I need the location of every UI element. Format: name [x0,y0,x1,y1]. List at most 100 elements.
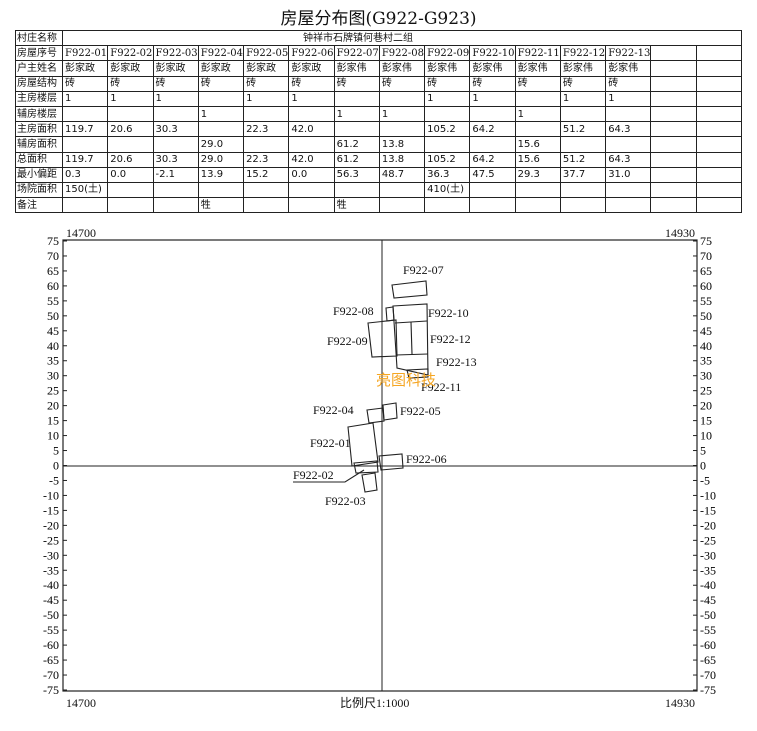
house-outline-f922-09 [367,319,398,358]
y-tick-label-left: -20 [43,518,59,532]
house-label-f922-02: F922-02 [293,468,334,482]
corner-label-top-right: 14930 [665,226,695,240]
y-tick-label-left: 45 [47,324,59,338]
y-tick-label-right: 65 [700,264,712,278]
y-tick-label-right: 5 [700,444,706,458]
y-tick-label-right: 70 [700,249,712,263]
y-tick-label-left: 35 [47,354,59,368]
y-tick-label-left: 30 [47,369,59,383]
corner-label-bottom-left: 14700 [66,696,96,710]
y-tick-label-left: 25 [47,384,59,398]
house-label-f922-08: F922-08 [333,304,374,318]
y-tick-label-right: -20 [700,518,716,532]
y-tick-label-right: -75 [700,683,716,697]
corner-label-top-left: 14700 [66,226,96,240]
y-tick-label-left: 70 [47,249,59,263]
y-tick-label-left: -30 [43,548,59,562]
y-tick-label-right: -65 [700,653,716,667]
y-tick-label-left: -15 [43,503,59,517]
y-tick-label-right: -70 [700,668,716,682]
y-tick-label-left: 50 [47,309,59,323]
leader-line-f922-02 [293,469,365,483]
cell-min-offset: 47.5 [469,166,516,183]
y-tick-label-right: -50 [700,608,716,622]
y-tick-label-left: 40 [47,339,59,353]
house-outline-f922-07 [391,280,428,299]
house-label-f922-04: F922-04 [313,403,354,417]
y-tick-label-right: 15 [700,414,712,428]
y-tick-label-right: -5 [700,473,710,487]
cell-owner: 彭家伟 [559,60,607,77]
y-tick-label-left: -55 [43,623,59,637]
house-outline-f922-05 [382,402,398,421]
cell-note [605,197,652,214]
y-tick-label-left: -65 [43,653,59,667]
cell-main-area: 64.3 [605,121,652,138]
y-tick-label-right: -60 [700,638,716,652]
y-tick-label-left: -60 [43,638,59,652]
y-tick-label-right: -55 [700,623,716,637]
house-outline-f922-06 [378,453,404,471]
empty-cell [695,197,743,214]
y-tick-label-left: -10 [43,488,59,502]
y-tick-label-left: -50 [43,608,59,622]
watermark: 亮图科技 [376,371,436,389]
y-tick-label-right: -35 [700,563,716,577]
house-outline-f922-10-12-13 [392,303,429,376]
page-title: 房屋分布图(G922-G923) [280,9,477,29]
cell-note [469,197,516,214]
house-outline-f922-01 [347,422,379,467]
cell-note [559,197,607,214]
y-tick-label-left: 55 [47,294,59,308]
y-tick-label-left: 10 [47,429,59,443]
corner-label-bottom-right: 14930 [665,696,695,710]
cell-aux-area: 15.6 [514,136,561,153]
house-label-f922-10: F922-10 [428,306,469,320]
y-tick-label-right: 50 [700,309,712,323]
y-tick-label-right: 35 [700,354,712,368]
y-tick-label-left: -40 [43,578,59,592]
house-label-f922-01: F922-01 [310,436,351,450]
house-label-f922-11: F922-11 [421,380,461,394]
y-tick-label-left: -25 [43,533,59,547]
y-tick-label-right: 40 [700,339,712,353]
house-outline-f922-02 [353,460,379,474]
y-tick-label-left: 15 [47,414,59,428]
y-tick-label-right: 60 [700,279,712,293]
house-label-f922-03: F922-03 [325,494,366,508]
house-label-f922-05: F922-05 [400,404,441,418]
y-tick-label-right: 55 [700,294,712,308]
house-label-f922-07: F922-07 [403,263,444,277]
cell-id: F922-10 [469,45,516,62]
y-tick-label-left: 65 [47,264,59,278]
y-tick-label-left: -70 [43,668,59,682]
y-tick-label-left: 0 [53,459,59,473]
y-tick-label-left: 20 [47,399,59,413]
cell-note [514,197,561,214]
house-outline-f922-04 [366,407,385,424]
house-label-f922-13: F922-13 [436,355,477,369]
house-divider [410,321,413,355]
y-tick-label-right: 25 [700,384,712,398]
house-outline-f922-03 [361,472,378,493]
y-tick-label-right: 10 [700,429,712,443]
house-divider [395,353,429,356]
y-tick-label-right: -30 [700,548,716,562]
y-tick-label-right: -10 [700,488,716,502]
y-tick-label-left: -45 [43,593,59,607]
y-tick-label-left: 75 [47,234,59,248]
y-tick-label-left: -35 [43,563,59,577]
y-tick-label-left: -5 [49,473,59,487]
y-tick-label-right: 0 [700,459,706,473]
house-label-f922-06: F922-06 [406,452,447,466]
cell-total-area: 64.3 [605,151,652,168]
